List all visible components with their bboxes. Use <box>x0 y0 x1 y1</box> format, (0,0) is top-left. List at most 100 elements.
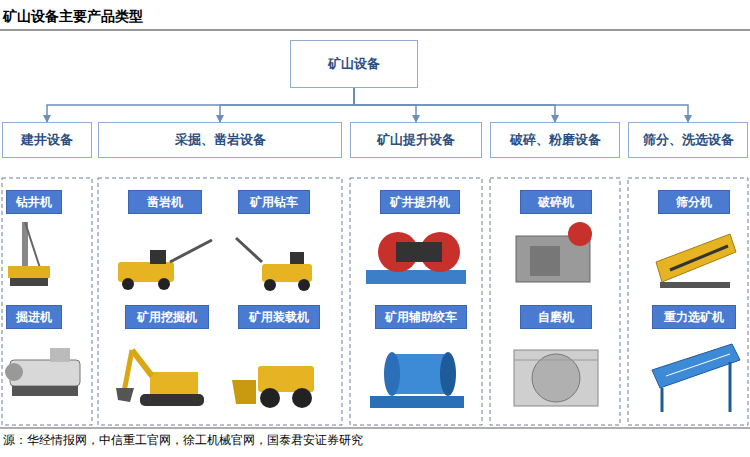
drill-jumbo-picture-part <box>236 238 262 262</box>
product-label-box: 掘进机 <box>6 305 62 329</box>
node-label: 建井设备 <box>21 131 73 149</box>
loader-picture-part <box>258 366 314 392</box>
product-label-box: 矿用辅助绞车 <box>375 305 467 329</box>
product-label-box: 筛分机 <box>658 190 730 214</box>
drill-rig-picture <box>8 222 50 286</box>
category-box: 采掘、凿岩设备 <box>98 122 342 158</box>
gravity-separator-picture-part <box>652 344 740 388</box>
loader-picture-part <box>260 388 280 408</box>
winch-picture-part <box>370 396 464 408</box>
screen-picture-part <box>656 234 736 282</box>
category-box: 筛分、洗选设备 <box>628 122 748 158</box>
gravity-separator-picture-part <box>666 354 730 376</box>
product-label-box: 凿岩机 <box>128 190 202 214</box>
figure-title: 矿山设备主要产品类型 <box>3 8 143 26</box>
winch-picture-part <box>392 354 448 394</box>
drill-jumbo-picture-part <box>264 279 276 291</box>
crusher-picture <box>516 222 592 282</box>
dashed-group <box>2 178 748 425</box>
mill-picture-part <box>514 360 598 361</box>
rock-drill-picture-part <box>122 278 134 290</box>
dashed-group-part <box>628 178 748 425</box>
dashed-group-part <box>350 178 482 425</box>
node-label: 掘进机 <box>16 309 52 326</box>
rule-lines-part <box>0 428 750 429</box>
hoist-picture-part <box>366 270 466 284</box>
product-label-box: 破碎机 <box>520 190 592 214</box>
winch-picture-part <box>384 352 400 396</box>
mill-picture-part <box>532 354 580 402</box>
dashed-group-part <box>98 178 342 425</box>
loader-picture-part <box>232 380 256 404</box>
drill-jumbo-picture-part <box>298 279 310 291</box>
node-label: 矿井提升机 <box>390 194 450 211</box>
drill-jumbo-picture <box>236 238 312 291</box>
node-label: 筛分机 <box>676 194 712 211</box>
rock-drill-picture-part <box>158 278 170 290</box>
winch-picture-part <box>440 352 456 396</box>
rule-lines-part <box>0 30 750 31</box>
excavator-picture-part <box>132 350 152 376</box>
product-label-box: 矿用钻车 <box>238 190 310 214</box>
gravity-separator-picture-part <box>661 388 664 412</box>
product-label-box: 矿井提升机 <box>380 190 460 214</box>
node-label: 矿用钻车 <box>250 194 298 211</box>
loader-picture <box>232 366 314 408</box>
drill-rig-picture-part <box>25 222 40 268</box>
category-box: 破碎、粉磨设备 <box>490 122 620 158</box>
excavator-picture <box>116 350 204 406</box>
product-label-box: 矿用装载机 <box>238 305 320 329</box>
drill-jumbo-picture-part <box>290 252 304 264</box>
excavator-picture-part <box>140 394 204 406</box>
loader-picture-part <box>292 388 312 408</box>
tunneling-machine-picture <box>5 348 80 396</box>
tunneling-machine-picture-part <box>50 348 70 362</box>
node-label: 矿用装载机 <box>249 309 309 326</box>
screen-picture <box>656 234 736 288</box>
tree-connector <box>354 88 688 122</box>
node-label: 重力选矿机 <box>664 309 724 326</box>
node-label: 矿山设备 <box>328 55 380 73</box>
mill-picture <box>514 350 598 406</box>
hoist-picture <box>366 232 466 284</box>
rock-drill-picture-part <box>170 240 212 262</box>
tree-connector <box>47 88 354 122</box>
category-box: 矿山提升设备 <box>350 122 482 158</box>
screen-picture-part <box>660 282 730 288</box>
tunneling-machine-picture-part <box>12 386 78 396</box>
excavator-picture-part <box>116 388 134 402</box>
tunneling-machine-picture-part <box>5 363 23 381</box>
excavator-picture-part <box>124 350 132 392</box>
rule-lines <box>0 30 750 428</box>
hoist-picture-part <box>396 242 442 262</box>
drill-rig-picture-part <box>8 266 50 278</box>
tree-connector <box>220 88 354 122</box>
product-label-box: 自磨机 <box>520 305 592 329</box>
node-label: 矿用挖掘机 <box>137 309 197 326</box>
screen-picture-part <box>670 246 728 270</box>
rock-drill-picture <box>118 240 212 290</box>
rock-drill-picture-part <box>150 250 166 264</box>
node-label: 破碎、粉磨设备 <box>510 131 601 149</box>
drill-rig-picture-part <box>10 278 48 286</box>
source-caption: 源：华经情报网，中信重工官网，徐工机械官网，国泰君安证券研究 <box>3 432 363 449</box>
winch-picture <box>370 352 464 408</box>
product-label-box: 钻井机 <box>6 190 62 214</box>
node-label: 凿岩机 <box>147 194 183 211</box>
dashed-group-part <box>2 178 92 425</box>
node-label: 破碎机 <box>538 194 574 211</box>
node-label: 矿用辅助绞车 <box>385 309 457 326</box>
node-label: 钻井机 <box>16 194 52 211</box>
crusher-picture-part <box>530 246 560 276</box>
category-box: 建井设备 <box>2 122 92 158</box>
root-box: 矿山设备 <box>290 40 418 88</box>
node-label: 采掘、凿岩设备 <box>175 131 266 149</box>
excavator-picture-part <box>150 372 198 394</box>
product-label-box: 重力选矿机 <box>652 305 736 329</box>
node-label: 筛分、洗选设备 <box>643 131 734 149</box>
node-label: 自磨机 <box>538 309 574 326</box>
dashed-group-part <box>490 178 620 425</box>
gravity-separator-picture-part <box>729 362 732 412</box>
node-label: 矿山提升设备 <box>377 131 455 149</box>
